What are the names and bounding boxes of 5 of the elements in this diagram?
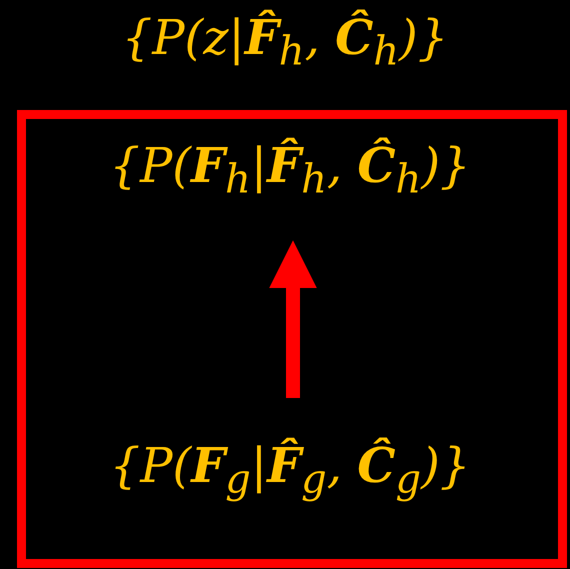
arrow [269, 240, 317, 398]
formula: {P(z|F̂$_{h}$, Ĉ$_{h}$)} [122, 12, 448, 74]
formula: {P(F$_{h}$|F̂$_{h}$, Ĉ$_{h}$)} [109, 140, 471, 202]
formula: {P(F$_{g}$|F̂$_{g}$, Ĉ$_{g}$)} [110, 440, 470, 502]
frame [17, 110, 567, 568]
